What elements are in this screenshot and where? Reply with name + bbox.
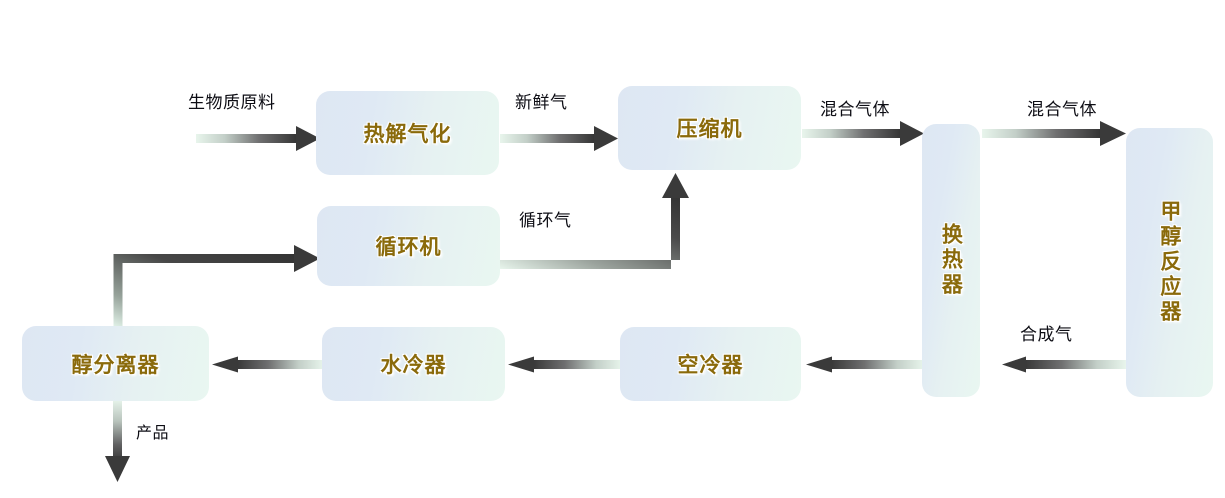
arrow-to-water-cooler: [508, 356, 622, 373]
arrow-feed: [196, 126, 320, 151]
arrow-product: [105, 400, 130, 482]
node-heat-exchanger-label: 换热器: [939, 223, 964, 298]
node-water-cooler[interactable]: 水冷器: [322, 327, 505, 401]
arrow-to-separator: [212, 356, 324, 373]
node-air-cooler[interactable]: 空冷器: [620, 327, 801, 401]
node-separator[interactable]: 醇分离器: [22, 326, 209, 401]
node-water-cooler-label: 水冷器: [380, 353, 447, 377]
node-recycler[interactable]: 循环机: [317, 206, 500, 286]
node-methanol-reactor[interactable]: 甲醇反应器: [1126, 128, 1213, 397]
node-heat-exchanger[interactable]: 换热器: [922, 124, 980, 397]
edge-label-recycle-gas: 循环气: [519, 211, 572, 230]
node-pyrolysis-label: 热解气化: [363, 122, 452, 146]
edge-label-feed: 生物质原料: [188, 93, 276, 112]
arrow-to-air-cooler: [806, 356, 924, 373]
edge-label-product: 产品: [136, 425, 170, 442]
edge-label-syngas: 合成气: [1020, 325, 1073, 344]
arrow-fresh-gas: [500, 126, 618, 151]
edge-label-mixed-gas-1: 混合气体: [820, 100, 890, 119]
arrow-mixed-gas-2: [982, 121, 1126, 146]
edge-label-fresh-gas: 新鲜气: [515, 93, 568, 112]
node-methanol-reactor-label: 甲醇反应器: [1157, 200, 1182, 325]
arrow-mixed-gas-1: [802, 121, 924, 146]
node-pyrolysis[interactable]: 热解气化: [316, 91, 499, 175]
node-separator-label: 醇分离器: [71, 352, 160, 377]
node-compressor-label: 压缩机: [676, 117, 743, 141]
edge-label-mixed-gas-2: 混合气体: [1027, 100, 1097, 119]
node-compressor[interactable]: 压缩机: [618, 86, 801, 170]
node-recycler-label: 循环机: [375, 235, 442, 259]
arrow-syngas: [1002, 356, 1126, 373]
node-air-cooler-label: 空冷器: [677, 353, 744, 377]
arrow-recycle-return: [113, 245, 320, 326]
